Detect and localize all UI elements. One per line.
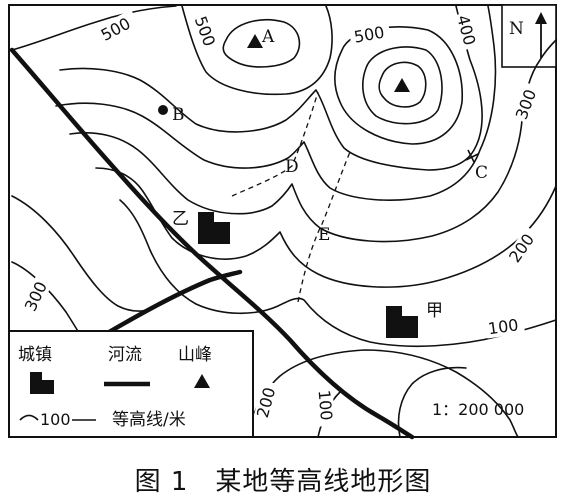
legend-peak-icon	[194, 374, 210, 388]
ridge-line-lower	[297, 151, 351, 303]
legend-contour-label: 等高线/米	[112, 410, 186, 430]
contour-peak2-inner	[378, 61, 427, 108]
map-scale: 1：200 000	[432, 400, 524, 419]
arrow-up-icon	[535, 12, 547, 24]
point-c-marker	[465, 149, 479, 163]
contour-200-bottom	[247, 349, 519, 438]
label-c: C	[475, 163, 488, 183]
contour-400-b	[55, 5, 497, 201]
legend-contour-value: 100	[40, 410, 71, 429]
contour-500-topleft	[11, 5, 177, 51]
label-a: A	[261, 27, 275, 47]
north-arrow: N	[501, 4, 557, 68]
town-jia-icon	[386, 306, 418, 338]
rivers	[9, 47, 415, 440]
legend-river-label: 河流	[108, 345, 142, 365]
label-d: D	[285, 157, 299, 177]
contour-bottom-right	[397, 366, 467, 438]
contour-500-plateau	[181, 5, 333, 96]
legend-peak-label: 山峰	[178, 345, 212, 365]
label-town-yi: 乙	[172, 209, 189, 229]
peak2-icon	[394, 78, 410, 92]
legend-town-icon	[30, 372, 54, 394]
contour-peak-a	[222, 18, 301, 68]
town-yi-icon	[198, 212, 230, 244]
point-b-marker	[158, 105, 168, 115]
contour-peak2-middle	[362, 46, 443, 125]
contour-lines	[11, 5, 557, 438]
label-e: E	[318, 225, 330, 245]
ridge-lines	[231, 91, 351, 303]
contour-peak2-outer	[334, 26, 463, 145]
main-river	[9, 47, 415, 440]
legend: 城镇 河流 山峰 100 等高线/米	[8, 330, 254, 438]
contour-label-100-right: 100	[487, 315, 520, 338]
legend-contour-icon-left	[19, 414, 39, 421]
legend-town-label: 城镇	[18, 345, 52, 365]
contour-400-a	[59, 5, 483, 171]
figure-caption: 图 1 某地等高线地形图	[135, 467, 432, 497]
label-b: B	[172, 105, 185, 125]
label-town-jia: 甲	[426, 301, 443, 321]
contour-label-100-bottom: 100	[315, 389, 337, 421]
ridge-line-upper	[231, 91, 319, 197]
peak-a-icon	[247, 34, 263, 48]
tributary-river	[101, 269, 243, 338]
contour-left-lower	[11, 195, 161, 312]
north-label: N	[509, 19, 524, 39]
contour-100	[119, 199, 557, 348]
